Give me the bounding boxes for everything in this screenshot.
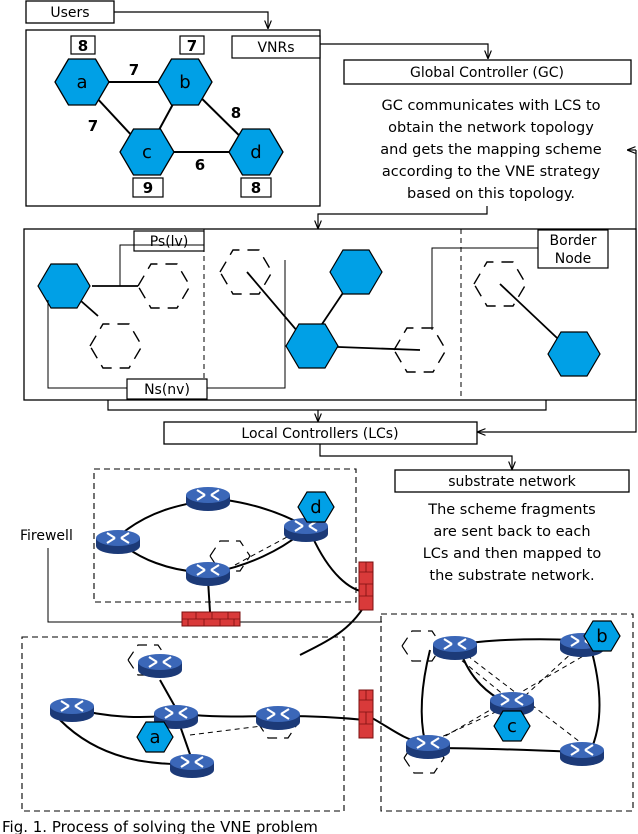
vnode-c-label: c — [142, 142, 152, 163]
partition-join-line — [107, 400, 547, 411]
vnrs-box: VNRs — [231, 35, 321, 59]
router-left-2 — [48, 696, 96, 724]
link-weight-b-d: 8 — [231, 104, 241, 122]
vnode-b-label: b — [179, 72, 190, 93]
vnrs-arrow — [320, 43, 488, 58]
link-weight-a-b: 7 — [129, 61, 139, 79]
mapped-node-d: d — [297, 491, 335, 523]
weight-b: 7 — [179, 35, 205, 55]
svg-text:are sent back to each: are sent back to each — [433, 524, 590, 540]
router-right-5 — [558, 740, 606, 768]
ps-label: Ps(lv) — [150, 234, 189, 250]
firewall-icon — [358, 561, 374, 611]
vnode-d-label: d — [250, 142, 261, 163]
vnode-a: a — [54, 58, 110, 106]
vnode-b: b — [157, 58, 213, 106]
svg-text:9: 9 — [143, 179, 153, 197]
global-controller-box: Global Controller (GC) — [343, 59, 632, 85]
ns-connector-right — [207, 260, 286, 389]
ns-connector-left — [47, 300, 127, 389]
svg-text:based on this topology.: based on this topology. — [407, 186, 575, 202]
svg-text:LCs and then mapped to: LCs and then mapped to — [423, 546, 602, 562]
ps-box: Ps(lv) — [133, 230, 205, 252]
gc-to-partitions-arrow — [318, 206, 488, 228]
router-right-4 — [404, 733, 452, 761]
svg-text:GC communicates with LCS to: GC communicates with LCS to — [381, 98, 600, 114]
svg-text:obtain the network topology: obtain the network topology — [388, 120, 594, 136]
figure-caption: Fig. 1. Process of solving the VNE probl… — [2, 818, 318, 834]
mapped-node-c: c — [493, 710, 531, 742]
svg-text:7: 7 — [187, 37, 197, 55]
gc-description: GC communicates with LCS to obtain the n… — [380, 98, 601, 202]
users-box: Users — [25, 0, 115, 24]
firewall-icon — [181, 611, 241, 627]
domain-left — [21, 636, 345, 812]
mapped-node-b: b — [583, 620, 621, 652]
users-label: Users — [50, 5, 89, 21]
svg-text:c: c — [507, 716, 517, 737]
link-weight-a-c: 7 — [88, 117, 98, 135]
router-top-1 — [184, 485, 232, 513]
svg-text:a: a — [149, 727, 160, 748]
partition-1-nodes — [37, 263, 191, 369]
svg-text:The scheme fragments: The scheme fragments — [427, 502, 596, 518]
domain-right — [380, 613, 634, 812]
domain-top — [93, 468, 357, 603]
vnrs-label: VNRs — [257, 40, 294, 56]
border-connector — [431, 247, 538, 330]
vnode-a-label: a — [76, 72, 87, 93]
svg-text:the substrate network.: the substrate network. — [429, 568, 594, 584]
border-label-1: Border — [550, 233, 597, 249]
substrate-label: substrate network — [448, 474, 576, 490]
link-weight-c-d: 6 — [195, 156, 205, 174]
router-left-1 — [136, 652, 184, 680]
users-arrow — [114, 11, 268, 28]
mapped-node-a: a — [136, 721, 174, 753]
border-node-box: Border Node — [537, 229, 609, 269]
svg-text:according to the VNE strategy: according to the VNE strategy — [382, 164, 601, 180]
scheme-description: The scheme fragments are sent back to ea… — [423, 502, 602, 584]
svg-text:d: d — [310, 497, 321, 518]
gc-label: Global Controller (GC) — [410, 65, 564, 81]
firewall-label: Firewell — [20, 528, 73, 544]
vnode-c: c — [119, 128, 175, 176]
partition-box — [23, 228, 637, 401]
lcs-label: Local Controllers (LCs) — [241, 426, 398, 442]
lcs-to-substrate-arrow — [319, 444, 512, 469]
vnode-d: d — [228, 128, 284, 176]
border-label-2: Node — [555, 251, 592, 267]
ns-box: Ns(nv) — [126, 378, 208, 400]
svg-text:and gets the mapping scheme: and gets the mapping scheme — [380, 142, 601, 158]
partition-2-nodes — [219, 249, 447, 373]
weight-d: 8 — [240, 177, 272, 198]
router-top-4 — [184, 560, 232, 588]
ps-connector — [119, 244, 204, 286]
weight-c: 9 — [132, 177, 164, 198]
local-controllers-box: Local Controllers (LCs) — [163, 421, 478, 445]
svg-text:8: 8 — [251, 179, 261, 197]
router-top-2 — [94, 528, 142, 556]
router-right-1 — [431, 634, 479, 662]
firewall-icon — [358, 689, 374, 739]
substrate-network-box: substrate network — [394, 469, 630, 493]
firewall-pointer — [47, 548, 382, 623]
svg-text:8: 8 — [78, 37, 88, 55]
svg-text:b: b — [596, 626, 607, 647]
router-left-5 — [168, 752, 216, 780]
router-left-4 — [254, 704, 302, 732]
ns-label: Ns(nv) — [144, 382, 190, 398]
weight-a: 8 — [70, 35, 96, 55]
partition-3-nodes — [473, 261, 601, 377]
